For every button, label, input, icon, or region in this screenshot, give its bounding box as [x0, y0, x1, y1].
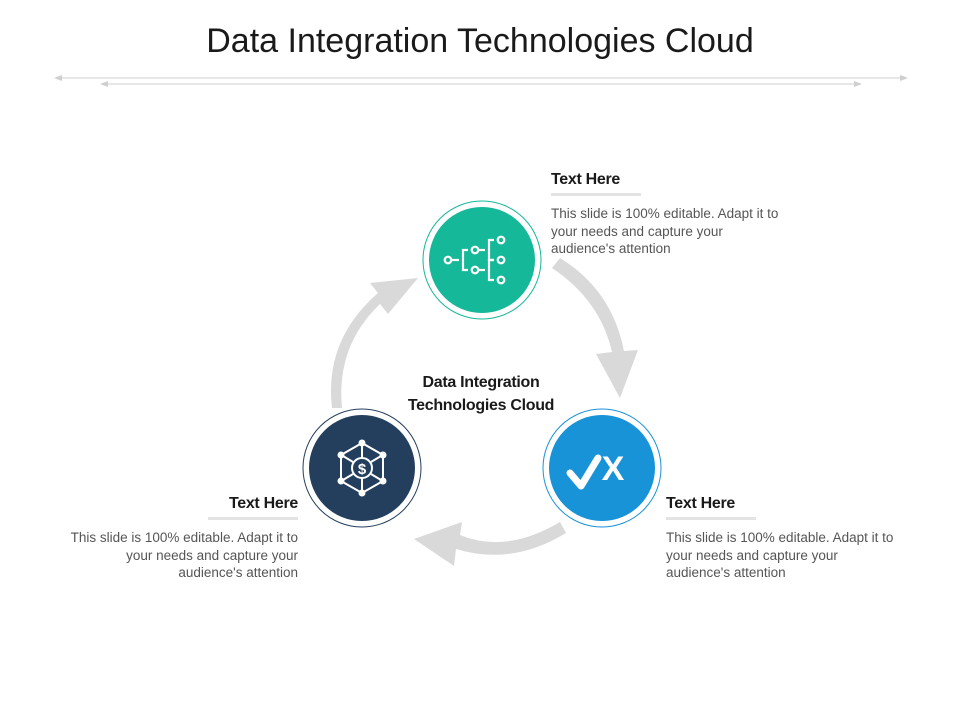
- arrow-right-to-left: [414, 522, 566, 566]
- right-body: This slide is 100% editable. Adapt it to…: [666, 530, 894, 580]
- page-title: Data Integration Technologies Cloud: [206, 22, 754, 60]
- hierarchy-nodes-icon: [443, 235, 506, 285]
- check-x-icon: X: [566, 450, 625, 490]
- top-body: This slide is 100% editable. Adapt it to…: [551, 206, 779, 256]
- right-text-block: Text Here This slide is 100% editable. A…: [666, 495, 896, 582]
- top-heading-underline: [551, 193, 641, 196]
- left-heading: Text Here: [228, 495, 298, 512]
- arrow-top-to-right: [552, 258, 638, 398]
- title-divider: [54, 75, 908, 87]
- left-body: This slide is 100% editable. Adapt it to…: [70, 530, 298, 580]
- x-glyph: X: [602, 450, 625, 488]
- right-heading: Text Here: [666, 495, 736, 512]
- center-label: Data Integration Technologies Cloud: [370, 371, 592, 417]
- top-node: [422, 200, 542, 320]
- left-heading-underline: [208, 517, 298, 520]
- arrow-left-to-top: [330, 278, 418, 408]
- top-text-block: Text Here This slide is 100% editable. A…: [551, 171, 781, 258]
- dollar-glyph: $: [358, 461, 367, 478]
- right-heading-underline: [666, 517, 756, 520]
- center-label-line2: Technologies Cloud: [407, 397, 555, 414]
- left-node: $: [302, 408, 422, 528]
- right-node: X: [542, 408, 662, 528]
- left-text-block: Text Here This slide is 100% editable. A…: [68, 495, 299, 582]
- top-heading: Text Here: [551, 171, 621, 188]
- cycle-arrows: [330, 258, 638, 566]
- center-label-line1: Data Integration: [422, 374, 540, 391]
